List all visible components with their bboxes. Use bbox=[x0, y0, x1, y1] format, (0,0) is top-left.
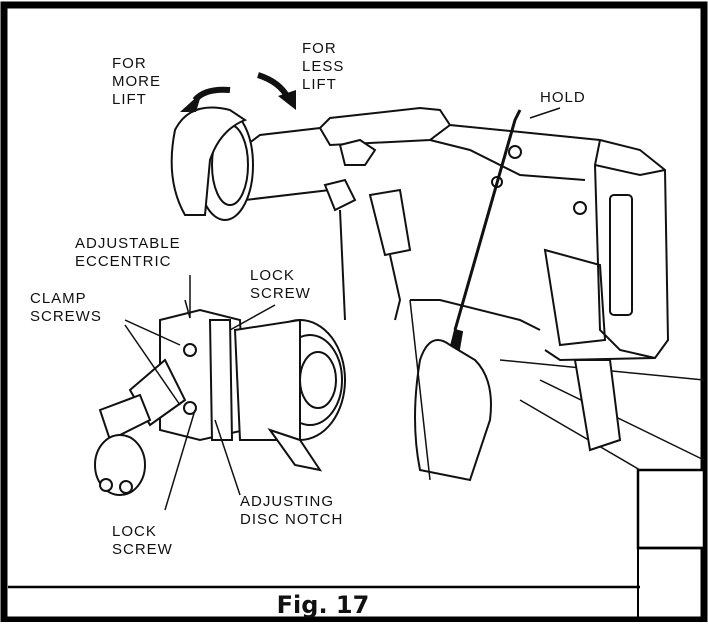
rotation-arrows bbox=[180, 72, 296, 112]
machine-bed bbox=[409, 299, 705, 481]
label-line: SCREWS bbox=[30, 308, 102, 325]
label-line: LIFT bbox=[112, 91, 147, 108]
presser-bar-assembly bbox=[323, 138, 541, 331]
label-hold: HOLD bbox=[540, 89, 586, 106]
label-line: LOCK bbox=[112, 523, 157, 540]
leader-lines bbox=[124, 107, 561, 511]
label-line: MORE bbox=[112, 73, 161, 90]
figure-caption: Fig. 17 bbox=[276, 591, 370, 619]
label-line: FOR bbox=[112, 55, 147, 72]
screwdriver-hand bbox=[414, 109, 522, 482]
eccentric-assembly-detail bbox=[94, 308, 346, 496]
label-clamp-screws: CLAMP SCREWS bbox=[30, 290, 102, 326]
label-line: LOCK bbox=[250, 267, 295, 284]
label-line: FOR bbox=[302, 40, 337, 57]
label-for-more-lift: FOR MORE LIFT bbox=[112, 55, 161, 109]
label-line: SCREW bbox=[250, 285, 311, 302]
label-line: CLAMP bbox=[30, 290, 87, 307]
label-line: ADJUSTABLE bbox=[75, 235, 181, 252]
label-adjustable-eccentric: ADJUSTABLE ECCENTRIC bbox=[75, 235, 181, 271]
label-line: DISC NOTCH bbox=[240, 511, 344, 528]
side-box-top bbox=[636, 468, 706, 550]
label-line: ECCENTRIC bbox=[75, 253, 172, 270]
handwheel bbox=[170, 106, 254, 221]
label-lock-screw-top: LOCK SCREW bbox=[250, 267, 311, 303]
label-line: LESS bbox=[302, 58, 345, 75]
label-for-less-lift: FOR LESS LIFT bbox=[302, 40, 344, 94]
label-line: SCREW bbox=[112, 541, 173, 558]
label-lock-screw-bottom: LOCK SCREW bbox=[112, 523, 173, 559]
label-line: ADJUSTING bbox=[240, 493, 335, 510]
label-adjusting-disc-notch: ADJUSTING DISC NOTCH bbox=[240, 493, 343, 529]
label-line: LIFT bbox=[302, 76, 337, 93]
